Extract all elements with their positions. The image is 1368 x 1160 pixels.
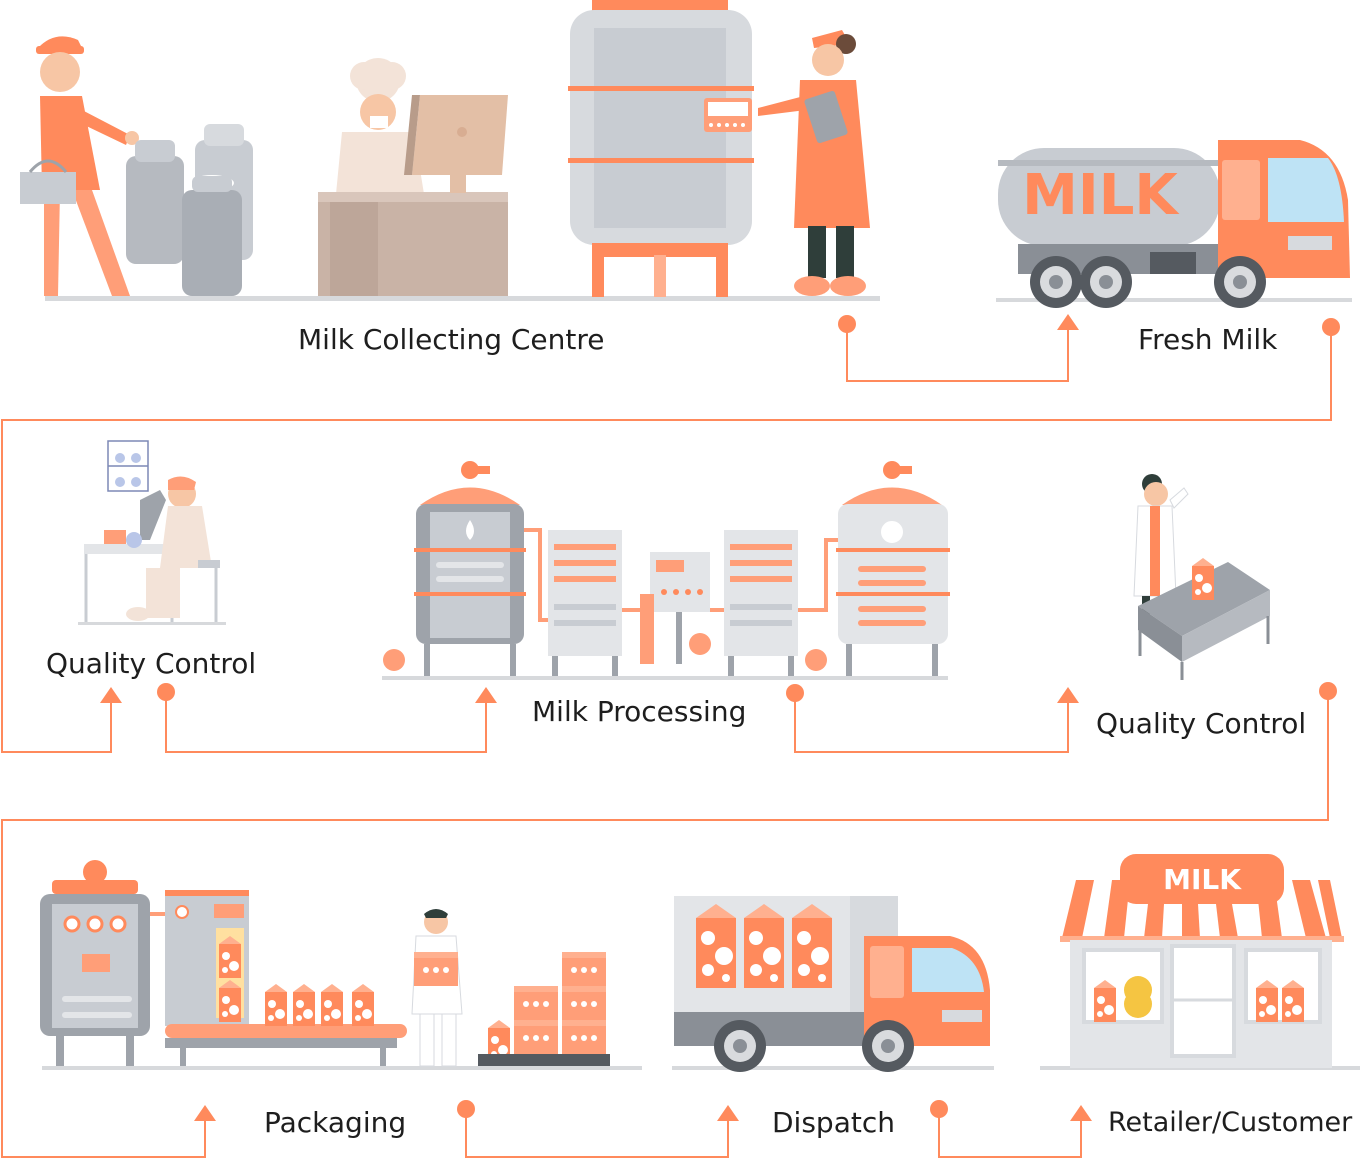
ground-line [78, 622, 226, 625]
connector-processing-to-qc2 [794, 694, 1069, 753]
shop-sign-text: MILK [1163, 863, 1242, 896]
processing-tank-right [805, 461, 950, 676]
operator-at-computer-figure [318, 58, 508, 296]
arrowhead [1057, 687, 1079, 703]
quality-control-inspection-illustration [1133, 474, 1270, 680]
ground-line [996, 298, 1352, 302]
tanker-milk-text: MILK [1022, 163, 1180, 228]
label-quality-control-1: Quality Control [46, 647, 257, 680]
retail-shop-illustration: MILK [1040, 854, 1360, 1070]
processing-tank-left [383, 461, 526, 676]
connector-fresh-to-qc1 [1, 328, 1332, 753]
connector-collect-to-fresh [846, 325, 1069, 382]
arrowhead [100, 687, 122, 703]
control-panel-unit [640, 552, 711, 664]
start-dot [786, 684, 804, 702]
ground-line [45, 296, 880, 301]
arrowhead [717, 1105, 739, 1121]
start-dot [1319, 682, 1337, 700]
label-dispatch: Dispatch [772, 1106, 895, 1139]
connector-packaging-to-dispatch [465, 1110, 729, 1158]
inspector-with-clipboard-figure [758, 30, 870, 296]
packaging-illustration [40, 860, 642, 1070]
connector-qc1-to-processing [165, 693, 487, 753]
connector-arrowheads [100, 314, 1092, 1121]
conveyor-belt [165, 1024, 407, 1038]
label-fresh-milk: Fresh Milk [1138, 323, 1278, 356]
start-dot [157, 683, 175, 701]
ground-line [42, 1066, 642, 1070]
delivery-man-figure [20, 36, 139, 296]
arrowhead [194, 1105, 216, 1121]
milk-collecting-centre-illustration [20, 0, 880, 301]
ground-line [672, 1066, 994, 1070]
arrowhead [1070, 1105, 1092, 1121]
label-retailer-customer: Retailer/Customer [1108, 1107, 1353, 1138]
connector-dispatch-to-retailer [938, 1110, 1082, 1158]
fresh-milk-tanker-illustration: MILK [996, 140, 1352, 308]
process-pipes [524, 528, 838, 622]
ground-line [382, 676, 948, 680]
start-dot [838, 315, 856, 333]
start-dot [457, 1100, 475, 1118]
heat-exchanger-1 [548, 530, 622, 676]
shop-awning [1060, 880, 1344, 942]
shop-sign [1120, 854, 1284, 904]
flow-connectors [1, 325, 1332, 1158]
connector-start-dots [157, 315, 1340, 1118]
milk-cans-icon [126, 124, 253, 296]
label-packaging: Packaging [264, 1106, 407, 1139]
arrowhead [475, 687, 497, 703]
start-dot [930, 1100, 948, 1118]
milk-processing-illustration [382, 461, 950, 680]
storage-tank-icon [568, 0, 754, 297]
label-quality-control-2: Quality Control [1096, 707, 1307, 740]
start-dot [1322, 318, 1340, 336]
packaging-worker-figure [411, 909, 463, 1067]
quality-control-lab-illustration [78, 440, 226, 625]
arrowhead [1057, 314, 1079, 330]
label-milk-processing: Milk Processing [532, 695, 747, 728]
label-milk-collecting-centre: Milk Collecting Centre [298, 323, 605, 356]
tanker-tank [998, 148, 1220, 246]
heat-exchanger-2 [724, 530, 798, 676]
dispatch-truck-illustration [672, 896, 994, 1072]
connector-qc2-to-packaging [1, 692, 1329, 1158]
